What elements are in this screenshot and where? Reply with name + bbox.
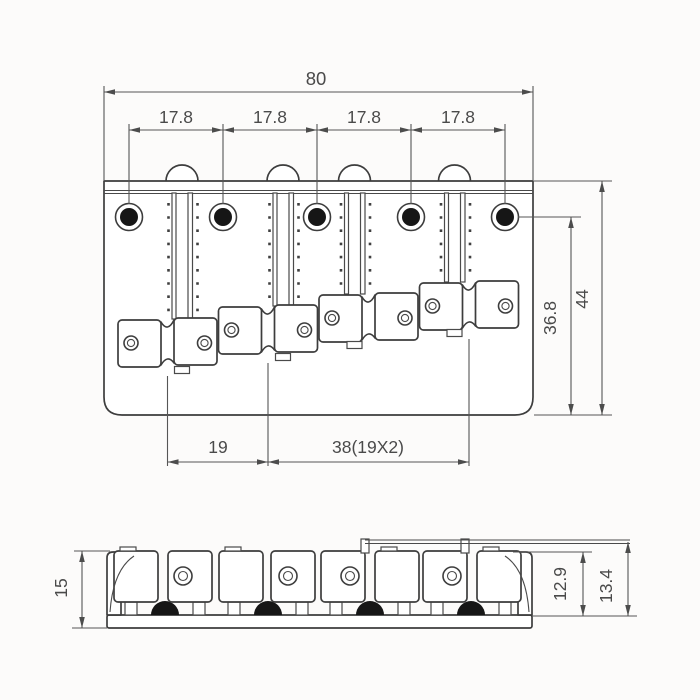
saddle-block — [217, 306, 263, 355]
dim-label-hole-spacing-3: 17.8 — [347, 107, 381, 127]
dim-hole-spacing-chain: 17.8 17.8 17.8 17.8 — [128, 107, 506, 204]
string-bump — [337, 164, 372, 182]
string-groove — [260, 306, 276, 315]
dim-saddle-spacing-chain: 19 38(19X2) — [166, 339, 470, 466]
height-screw-hole — [424, 298, 441, 314]
saddle-1 — [117, 317, 218, 375]
intonation-screw — [439, 192, 472, 283]
saddle-block-side — [476, 550, 522, 603]
saddle-block-side — [422, 550, 468, 603]
saddle-block — [173, 317, 218, 366]
intonation-screw — [268, 192, 300, 307]
saddle-blocks-side — [113, 546, 522, 603]
set-screw — [442, 566, 462, 586]
saddle-foot — [274, 352, 292, 362]
saddle-block-side — [113, 550, 159, 603]
height-screw-hole — [324, 310, 340, 326]
set-screw — [278, 566, 298, 586]
string-groove — [461, 321, 477, 329]
saddle-block-side — [374, 550, 420, 603]
string-hole — [151, 601, 179, 615]
dim-label-hole-row-depth: 36.8 — [540, 301, 560, 335]
dim-label-saddle-pitch: 19 — [208, 437, 227, 457]
saddle-clip — [380, 546, 398, 552]
string-bump — [437, 164, 472, 182]
dim-label-saddle-height: 12.9 — [550, 567, 570, 601]
height-screw-hole — [497, 298, 514, 314]
dim-hole-row-depth: 36.8 — [518, 216, 581, 415]
string-bumps — [165, 164, 472, 182]
saddles — [117, 280, 520, 375]
saddle-foot — [173, 365, 191, 375]
string-groove — [361, 333, 376, 341]
baseplate-side — [106, 614, 533, 629]
height-screw-hole — [123, 335, 139, 351]
dim-label-overall-depth: 44 — [572, 289, 592, 309]
height-screw-hole — [223, 322, 240, 338]
dim-label-hole-spacing-1: 17.8 — [159, 107, 193, 127]
saddle-block-side — [167, 550, 213, 603]
saddle-clip — [224, 546, 242, 552]
dim-label-hole-spacing-4: 17.8 — [441, 107, 475, 127]
screw-post — [460, 538, 470, 554]
dim-overall-height: 15 — [51, 550, 110, 629]
dim-label-overall-height: 15 — [51, 578, 71, 597]
string-hole — [254, 601, 282, 615]
height-screw-hole — [397, 310, 413, 326]
saddle-4 — [418, 280, 520, 338]
screw-post — [360, 538, 370, 554]
saddle-clip — [482, 546, 500, 552]
string-groove — [461, 282, 477, 291]
saddle-foot — [346, 340, 363, 350]
string-hole — [457, 601, 485, 615]
saddle-block-side — [320, 550, 366, 603]
string-groove — [160, 319, 175, 328]
saddle-2 — [217, 304, 319, 362]
string-groove — [361, 294, 376, 303]
string-hole — [356, 601, 384, 615]
saddle-clip — [119, 546, 137, 552]
set-screw — [173, 566, 193, 586]
string-bump — [266, 164, 300, 182]
bend-arc-left — [109, 555, 135, 613]
saddle-block — [318, 294, 363, 343]
bend-arc-right — [504, 555, 530, 613]
dim-overall-depth: 44 — [533, 180, 612, 416]
saddle-block — [273, 304, 319, 353]
string-through-holes — [151, 601, 485, 615]
saddle-feet — [124, 601, 512, 616]
dim-label-overall-width: 80 — [306, 68, 327, 89]
saddle-block — [374, 292, 419, 341]
height-screw-hole — [296, 322, 313, 338]
string-groove — [260, 345, 276, 353]
dim-screw-height: 13.4 — [596, 542, 631, 616]
side-view: 15 12.9 13.4 — [51, 538, 637, 629]
dim-overall-width: 80 — [103, 68, 534, 180]
string-bump — [165, 164, 199, 182]
saddle-block-side — [218, 550, 264, 603]
dim-label-hole-spacing-2: 17.8 — [253, 107, 287, 127]
saddle-3 — [318, 292, 419, 350]
saddle-block — [418, 282, 464, 331]
dim-label-saddle-span: 38(19X2) — [332, 437, 404, 457]
string-groove — [160, 358, 175, 366]
intonation-screw — [339, 192, 372, 295]
saddle-foot — [446, 328, 463, 338]
dim-saddle-height: 12.9 — [513, 551, 637, 617]
set-screw — [340, 566, 360, 586]
top-view: 80 17.8 17.8 17.8 17.8 — [103, 68, 612, 466]
saddle-block — [117, 319, 162, 368]
set-screws-side — [173, 566, 462, 586]
saddle-block — [474, 280, 520, 329]
height-screw-hole — [196, 335, 213, 351]
dim-label-screw-height: 13.4 — [596, 569, 616, 603]
intonation-screw-side — [360, 538, 630, 554]
